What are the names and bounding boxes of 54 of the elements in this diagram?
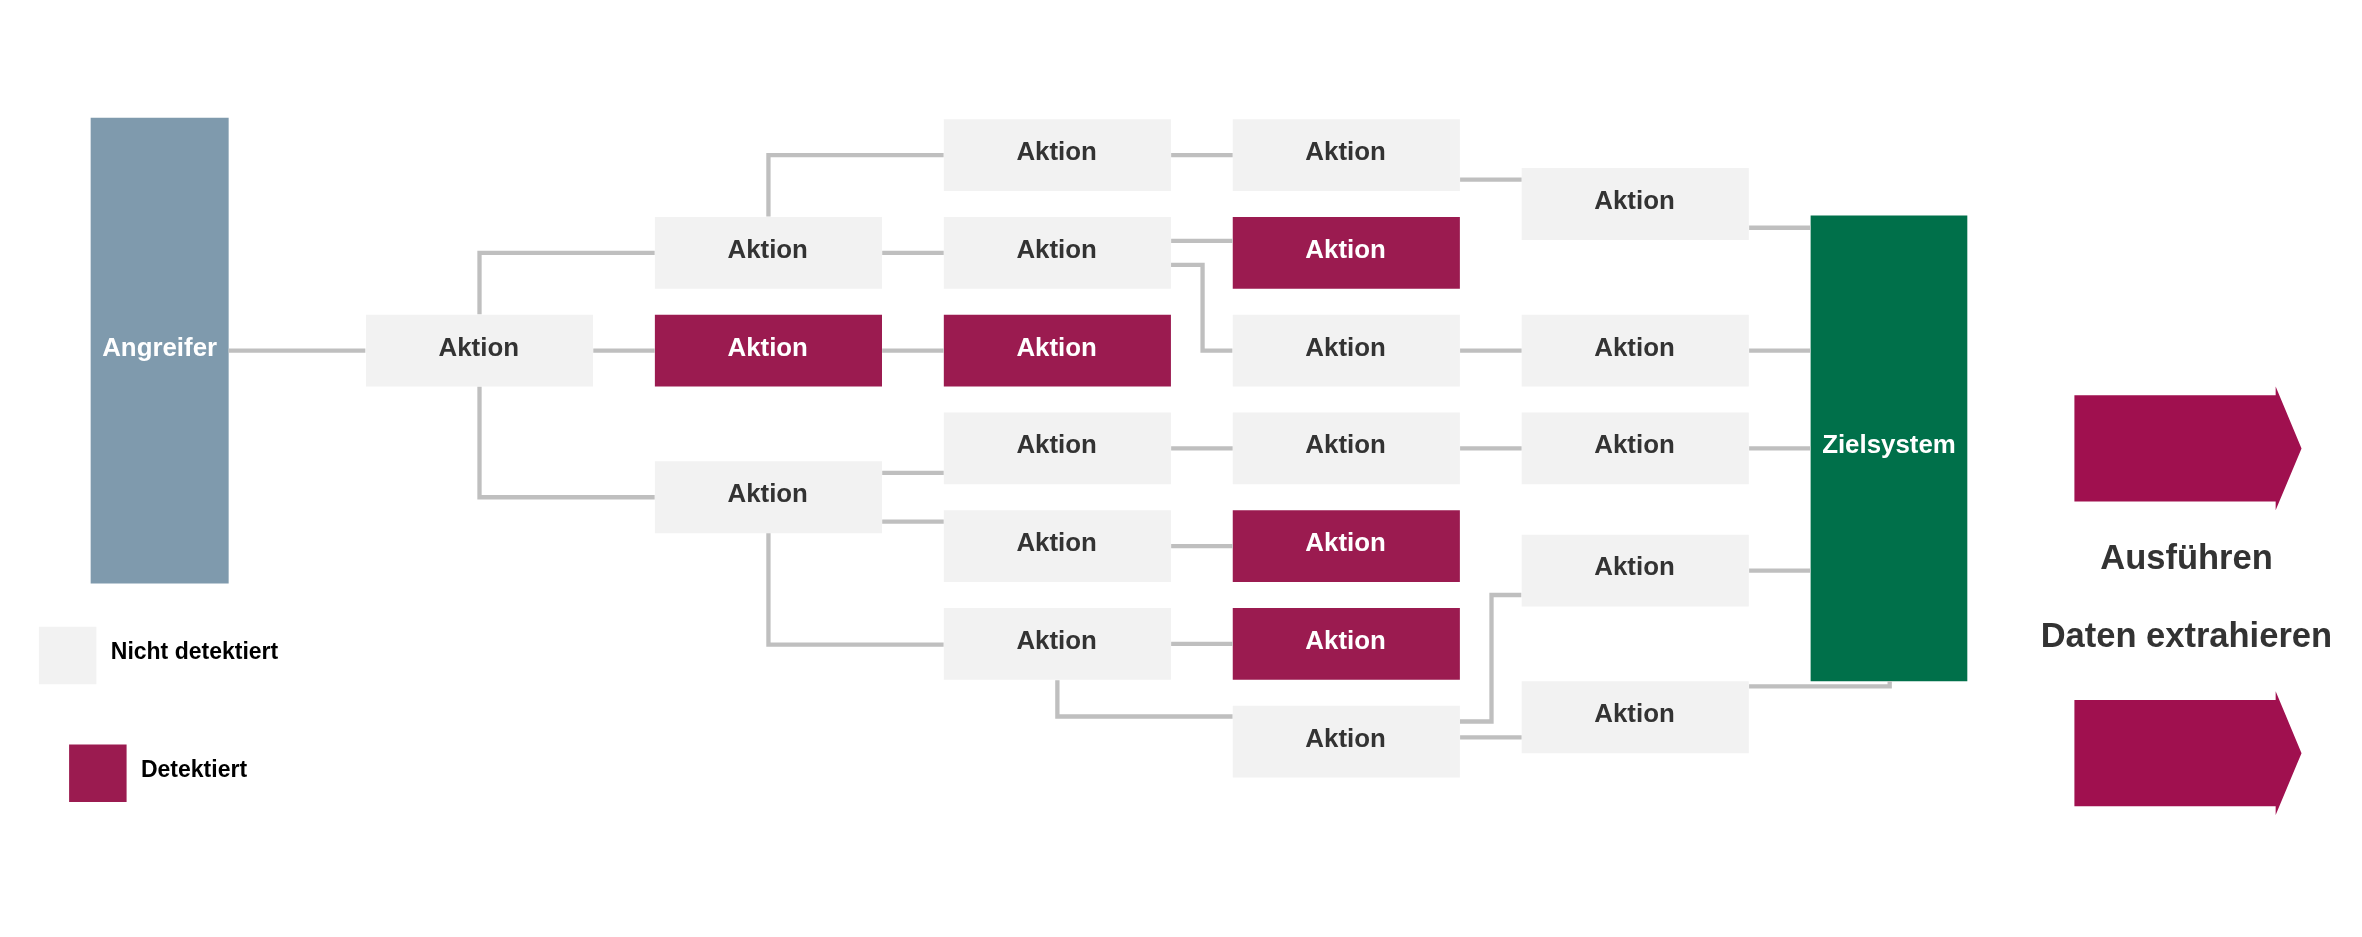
connector <box>1171 446 1233 451</box>
connector <box>1749 348 1811 353</box>
connector <box>882 519 944 524</box>
legend-label: Detektiert <box>140 756 248 783</box>
connector <box>1460 735 1522 740</box>
connector <box>1171 238 1233 244</box>
legend-label: Nicht detektiert <box>110 638 279 665</box>
node-box: Aktion <box>1521 681 1749 754</box>
node-box: Aktion <box>1521 412 1749 485</box>
connector <box>477 250 655 315</box>
connector <box>1460 446 1522 451</box>
node-box: Aktion <box>943 412 1171 485</box>
node-box: Aktion <box>1232 510 1460 583</box>
connector <box>882 470 944 475</box>
node-box: Aktion <box>943 314 1171 387</box>
connector <box>1171 641 1233 647</box>
node-box: Aktion <box>943 216 1171 289</box>
connector <box>477 386 655 500</box>
connector <box>1749 681 1892 689</box>
node-box: Aktion <box>1232 314 1460 387</box>
node-box: Aktion <box>1521 534 1749 607</box>
node-arrow <box>2074 691 2302 815</box>
node-box: Aktion <box>1521 168 1749 240</box>
node-box: Aktion <box>1232 412 1460 485</box>
node-box: Aktion <box>1232 216 1460 289</box>
node-box: Aktion <box>654 216 882 289</box>
node-box: Aktion <box>1232 119 1460 192</box>
node-arrow <box>2074 386 2302 511</box>
label: Daten extrahieren <box>2040 616 2333 655</box>
node-box: Aktion <box>943 607 1171 680</box>
connector <box>1460 348 1522 353</box>
label: Ausführen <box>2100 538 2273 577</box>
connector <box>1171 543 1233 549</box>
node-box: Aktion <box>943 510 1171 583</box>
connector <box>882 348 944 353</box>
node-box: Aktion <box>654 314 882 387</box>
connector <box>228 348 366 353</box>
node-box: Zielsystem <box>1810 215 1968 682</box>
connector <box>593 348 655 353</box>
connector <box>1460 177 1522 182</box>
node-box: Aktion <box>943 119 1171 192</box>
connector <box>1171 152 1233 158</box>
node-box: Aktion <box>1232 705 1460 778</box>
node-box: Angreifer <box>90 117 229 584</box>
connector <box>1749 568 1811 573</box>
node-box: Aktion <box>365 314 594 387</box>
connector <box>766 152 944 217</box>
connector <box>1749 225 1811 230</box>
connector <box>766 533 944 647</box>
node-box: Aktion <box>1232 607 1460 680</box>
node-box: Aktion <box>1521 314 1749 387</box>
connector <box>882 250 944 256</box>
connector <box>1749 446 1811 451</box>
node-box: Aktion <box>654 461 882 534</box>
